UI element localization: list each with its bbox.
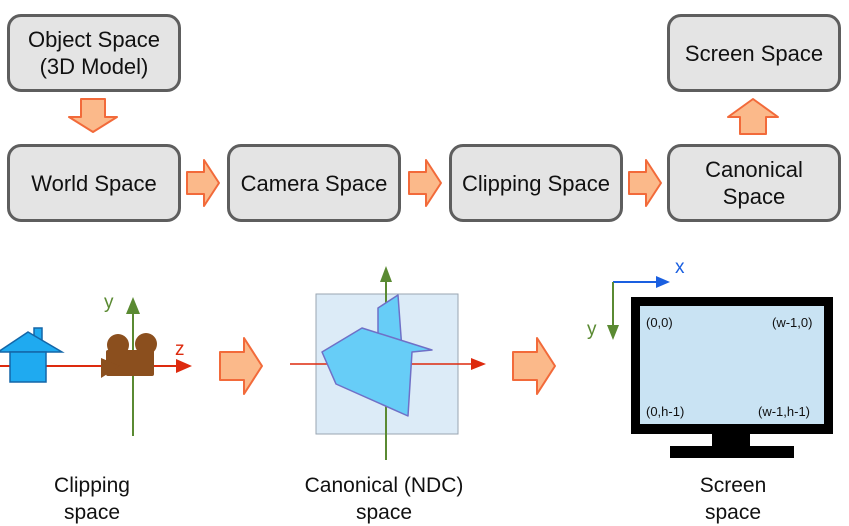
house-icon [0, 327, 65, 383]
screen-scene [607, 276, 833, 458]
world-space-box: World Space [7, 144, 181, 222]
camera-icon [101, 333, 157, 378]
canonical-space-caption: Canonical (NDC) space [304, 474, 464, 524]
arrow-right-world-to-camera [186, 159, 220, 207]
screen-corner-bottom-left: (0,h-1) [646, 404, 685, 419]
arrow-up-canonical-to-screen [727, 98, 779, 135]
clipping-y-label: y [104, 292, 114, 313]
arrow-right-clipping-to-canonical [628, 159, 662, 207]
canonical-space-box: Canonical Space [667, 144, 841, 222]
clipping-space-caption: Clipping space [54, 474, 130, 524]
arrow-right-camera-to-clipping [408, 159, 442, 207]
ndc-y-arrowhead [380, 266, 392, 282]
object-space-box: Object Space (3D Model) [7, 14, 181, 92]
screen-y-arrowhead [607, 325, 619, 340]
ndc-scene [290, 266, 486, 460]
camera-space-box: Camera Space [227, 144, 401, 222]
clipping-z-label: z [175, 339, 185, 360]
ndc-z-arrowhead [471, 358, 486, 370]
screen-x-arrowhead [656, 276, 670, 288]
arrow-right-clipping-to-ndc [219, 337, 263, 395]
screen-corner-top-right: (w-1,0) [772, 315, 813, 330]
screen-space-box: Screen Space [667, 14, 841, 92]
monitor-icon [631, 297, 833, 458]
arrow-right-ndc-to-screen [512, 337, 556, 395]
clipping-space-box: Clipping Space [449, 144, 623, 222]
ndc-shape [321, 294, 433, 417]
screen-x-label: x [675, 257, 685, 278]
screen-corner-bottom-right: (w-1,h-1) [758, 404, 811, 419]
y-axis-arrowhead [126, 297, 140, 314]
arrow-down-object-to-world [68, 98, 118, 133]
screen-space-caption: Screen space [699, 474, 767, 524]
z-axis-arrowhead [176, 359, 192, 373]
screen-corner-top-left: (0,0) [646, 315, 673, 330]
clipping-scene [0, 297, 192, 436]
screen-y-label: y [587, 319, 597, 340]
